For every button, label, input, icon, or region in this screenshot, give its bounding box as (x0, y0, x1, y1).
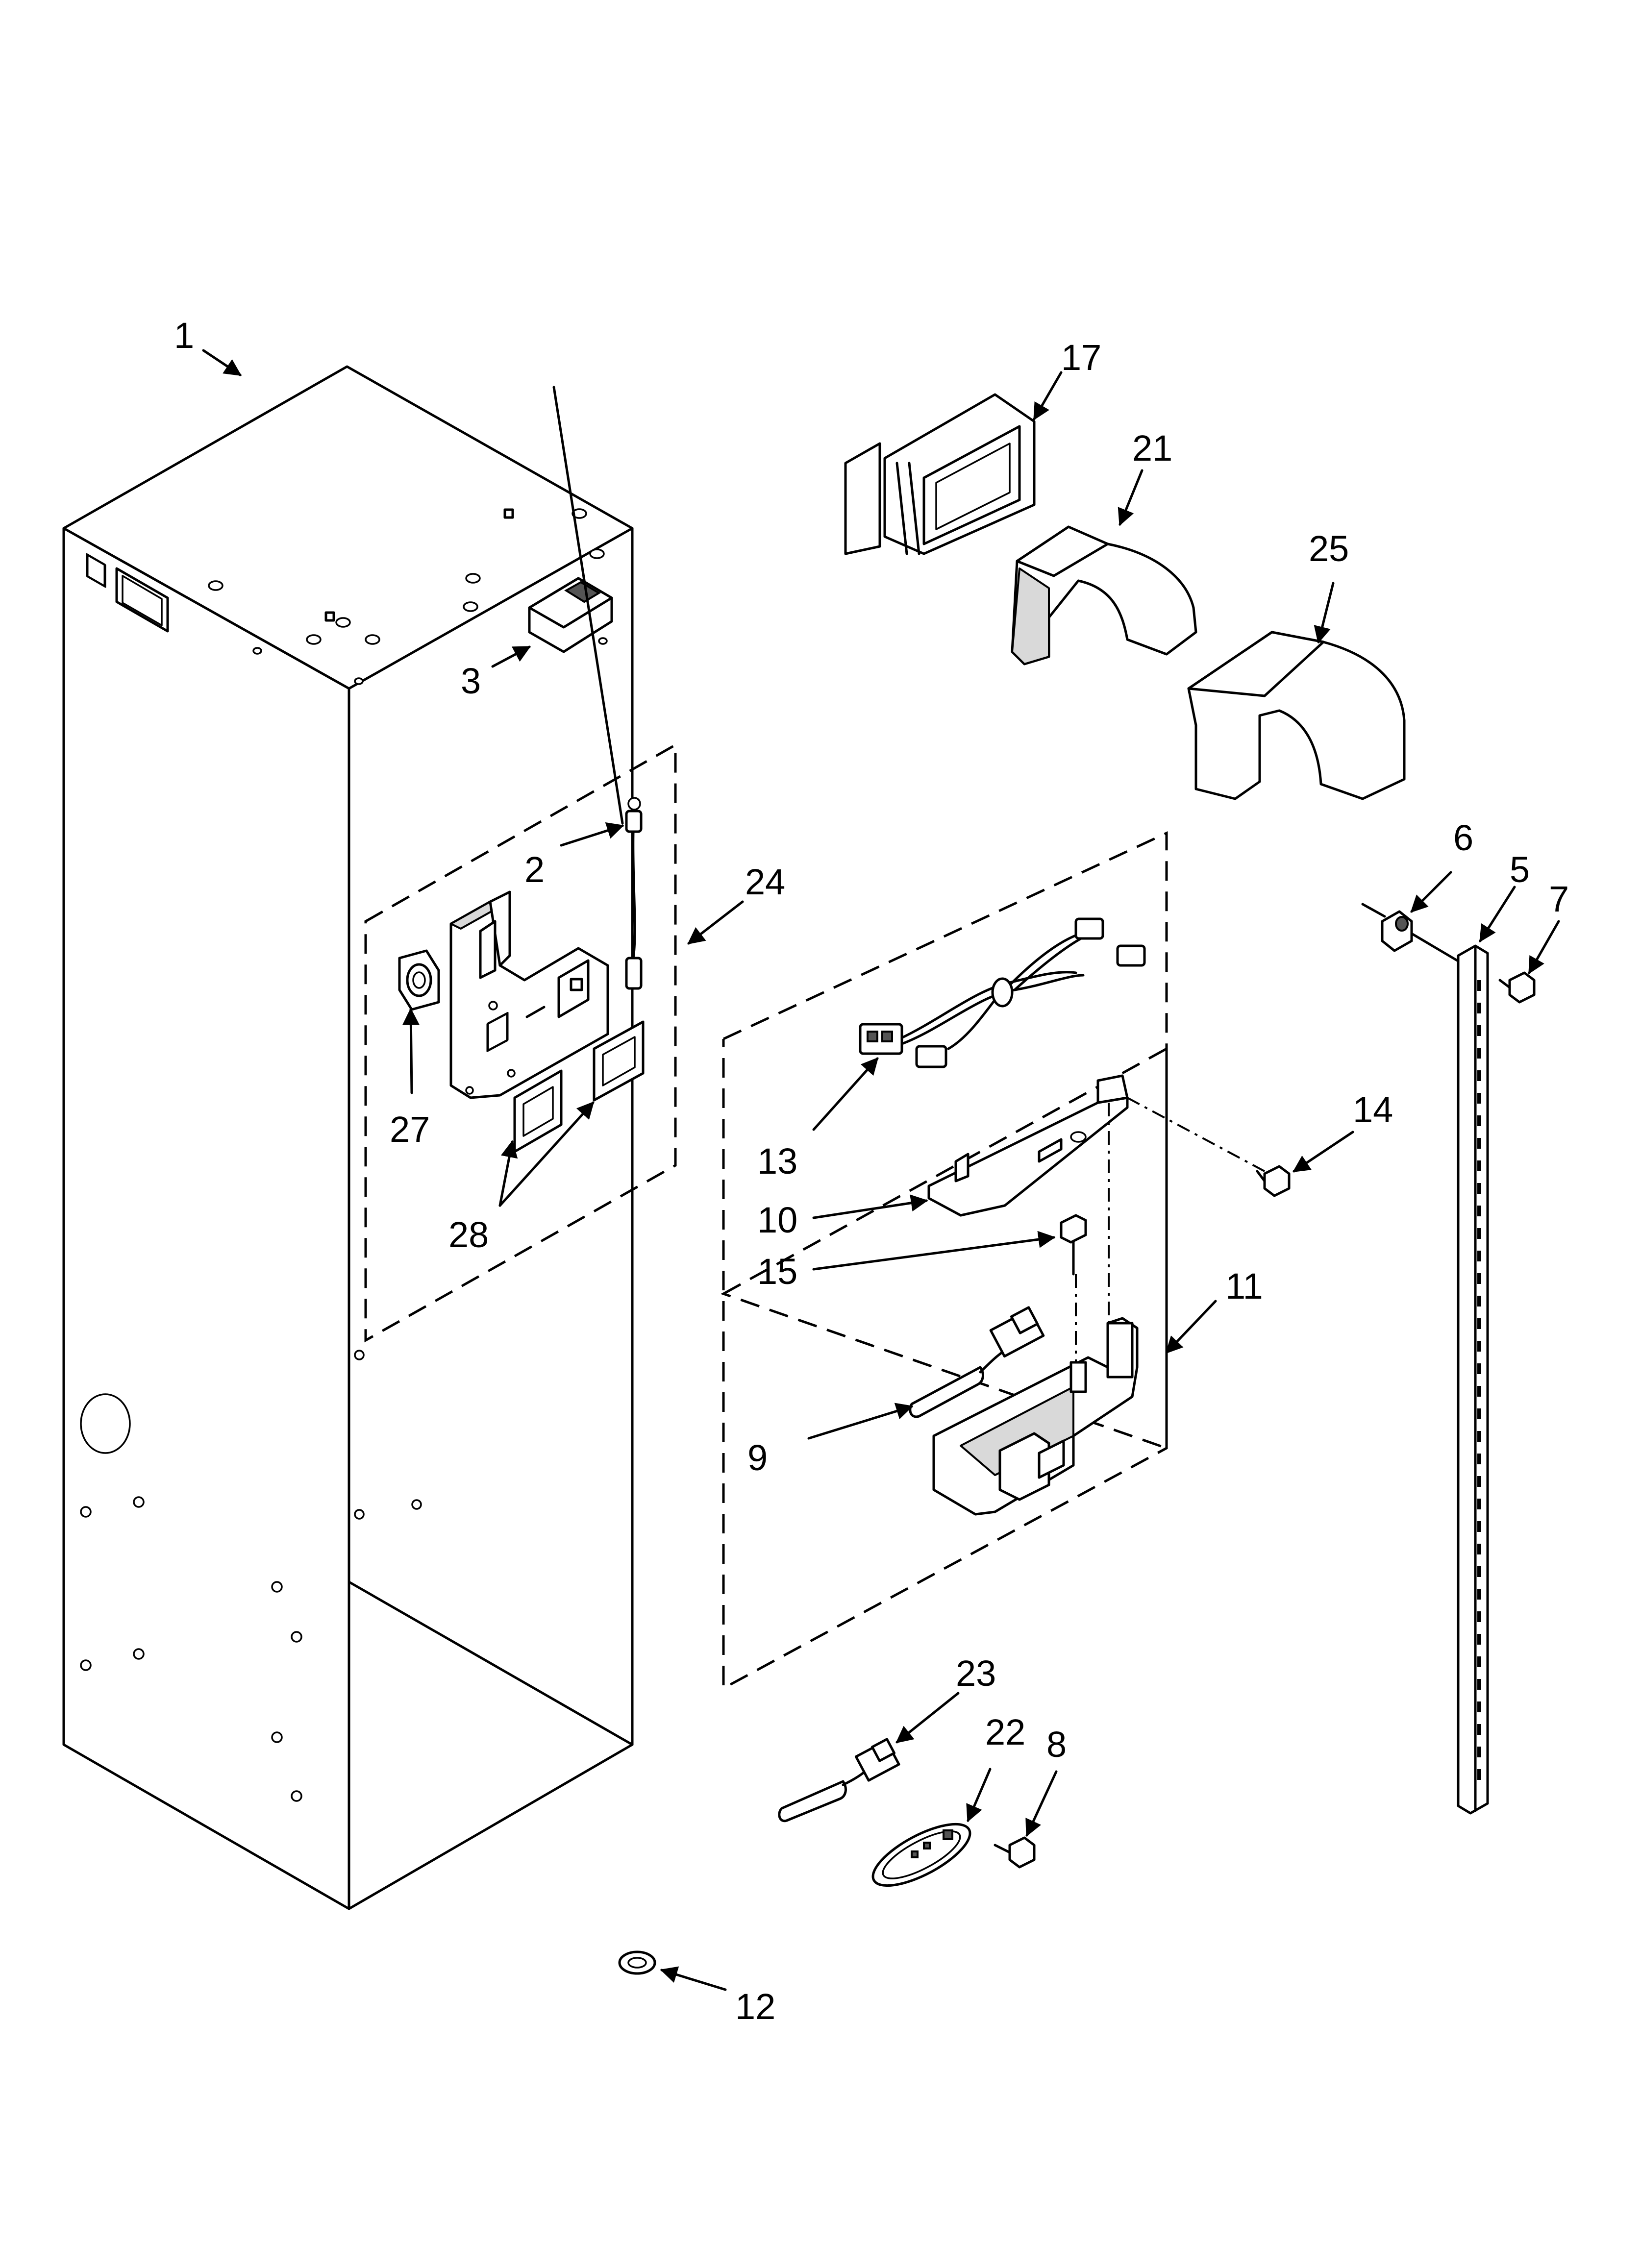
rail-slot (1477, 1679, 1481, 1690)
control-housing-bracket (449, 890, 609, 1099)
callout-12: 12 (735, 1986, 775, 2027)
cabinet-liner (62, 365, 634, 1910)
rail-slot (1477, 1296, 1481, 1307)
callout-24: 24 (745, 862, 785, 902)
callout-10: 10 (757, 1200, 797, 1240)
rail-slot (1477, 1769, 1481, 1780)
callout-7: 7 (1549, 879, 1569, 919)
seal-parts (513, 1020, 645, 1153)
rail-slot (1477, 1115, 1481, 1126)
rail-slot (1477, 1499, 1481, 1509)
rail-slot (1477, 1206, 1481, 1216)
callout-25: 25 (1309, 528, 1349, 569)
thermistor-part-9 (909, 1306, 1045, 1418)
callout-8: 8 (1046, 1724, 1067, 1765)
callout-27: 27 (390, 1109, 430, 1150)
callout-1: 1 (174, 315, 194, 356)
rail-slot (1477, 1003, 1481, 1013)
clip-part-6 (1361, 903, 1467, 967)
rail-slot (1477, 1138, 1481, 1149)
callout-11: 11 (1225, 1266, 1263, 1307)
screw-part-15 (1060, 1214, 1087, 1276)
top-housing-part (528, 577, 613, 653)
rail-slot (1477, 1318, 1481, 1329)
rail-slot (1477, 1341, 1481, 1352)
callout-14: 14 (1353, 1089, 1393, 1130)
callout-5: 5 (1510, 849, 1530, 890)
assembly-outline-13 (720, 1046, 1168, 1450)
rail-slot (1477, 1701, 1481, 1712)
rail-slot (1477, 1566, 1481, 1577)
rail-slot (1477, 980, 1481, 991)
wire-part (625, 797, 643, 990)
screw-part-14 (1256, 1165, 1291, 1197)
rail-slot (1477, 1476, 1481, 1487)
vent-part (844, 393, 1036, 555)
callout-28: 28 (448, 1214, 489, 1255)
plug-part-12 (618, 1950, 656, 1975)
cover-part (927, 1074, 1129, 1217)
callout-22: 22 (985, 1712, 1025, 1752)
wire-harness-part (859, 917, 1146, 1068)
callout-2: 2 (524, 849, 545, 890)
callout-13: 13 (757, 1141, 797, 1182)
rail-slot (1477, 1183, 1481, 1194)
rail-slot (1477, 1521, 1481, 1532)
duct-part-21 (1011, 525, 1197, 666)
screw-part-8 (994, 1836, 1036, 1869)
rail-part-5 (1457, 944, 1489, 1815)
rail-slot (1477, 1431, 1481, 1442)
leader-lines (202, 349, 1560, 1991)
rail-slot (1477, 1228, 1481, 1239)
assembly-outline-11 (722, 831, 1168, 1691)
callout-17: 17 (1061, 337, 1101, 378)
rail-slot (1477, 1251, 1481, 1261)
callout-labels: 1 2 3 5 6 7 8 9 10 11 12 13 14 15 17 21 … (174, 315, 1569, 2027)
rail-slot (1477, 1025, 1481, 1036)
grommet-part (398, 949, 440, 1011)
rail-slot (1477, 1634, 1481, 1645)
housing-part (932, 1317, 1139, 1516)
rail-slot (1477, 1070, 1481, 1081)
rail-slot (1477, 1273, 1481, 1284)
callout-23: 23 (956, 1653, 996, 1694)
callout-9: 9 (747, 1437, 768, 1478)
rail-slot (1477, 1544, 1481, 1554)
duct-part-25 (1187, 631, 1406, 800)
rail-slot (1477, 1386, 1481, 1397)
rail-slot (1477, 1747, 1481, 1757)
rail-slot (1477, 1656, 1481, 1667)
screw-part-7 (1498, 971, 1536, 1004)
rail-slot (1477, 1408, 1481, 1419)
callout-6: 6 (1453, 817, 1473, 858)
callout-21: 21 (1132, 428, 1172, 468)
callout-3: 3 (461, 661, 481, 701)
rail-slot (1477, 1048, 1481, 1059)
thermistor-part-23 (778, 1738, 900, 1823)
lens-part-22 (871, 1823, 971, 1887)
assembly-outline-24 (364, 742, 677, 1343)
rail-slot (1477, 1611, 1481, 1622)
rail-slot (1477, 1724, 1481, 1735)
rail-slot (1477, 1454, 1481, 1464)
callout-15: 15 (757, 1251, 797, 1292)
rail-slot (1477, 1093, 1481, 1104)
rail-slot (1477, 1363, 1481, 1374)
alignment-line (1127, 1097, 1265, 1172)
rail-slot (1477, 1160, 1481, 1171)
rail-slot (1477, 1589, 1481, 1600)
